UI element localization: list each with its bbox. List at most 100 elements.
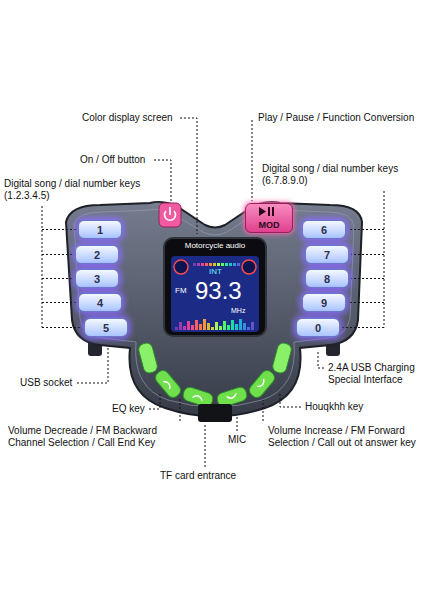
leader-lines <box>42 278 73 279</box>
leader-lines <box>42 302 76 303</box>
pause-icon <box>272 207 274 216</box>
number-key: 3 <box>75 269 119 288</box>
leader-lines <box>180 398 181 421</box>
key-number: 3 <box>94 273 100 285</box>
green-buttons <box>137 342 158 375</box>
callout-label: USB socket <box>20 377 72 389</box>
spectrum-bar <box>247 327 250 330</box>
level-bar <box>205 263 208 266</box>
callout-label: Houqkhh key <box>305 401 363 413</box>
leader-lines <box>77 348 108 383</box>
spectrum-bar <box>179 322 182 330</box>
callout-label: Play / Pause / Function Conversion <box>258 112 418 124</box>
power-button <box>159 203 181 227</box>
spectrum-bar <box>239 319 242 330</box>
screen-icon <box>174 260 188 274</box>
key-number: 2 <box>94 249 100 261</box>
button-text: MOD <box>246 220 292 230</box>
spectrum-bar <box>211 327 214 330</box>
level-bar <box>217 263 220 266</box>
leader-lines <box>42 254 73 255</box>
number-key: 7 <box>305 245 349 264</box>
spectrum-bar <box>187 321 190 330</box>
green-buttons <box>247 368 277 400</box>
key-number: 1 <box>97 224 103 236</box>
spectrum-bar <box>231 320 234 330</box>
leader-lines <box>42 229 76 230</box>
key-number: 6 <box>321 224 327 236</box>
leader-lines <box>252 120 253 201</box>
level-bar <box>233 263 236 266</box>
key-number: 8 <box>324 273 330 285</box>
leader-lines <box>351 254 384 255</box>
screen-text: 93.3 <box>195 279 242 303</box>
spectrum-bar <box>227 325 230 330</box>
leader-lines <box>237 415 238 431</box>
play-pause-icon <box>246 204 286 218</box>
green-buttons <box>153 368 183 400</box>
green-buttons <box>137 342 158 375</box>
green-buttons <box>163 380 172 390</box>
level-bar <box>221 263 224 266</box>
leader-lines <box>351 278 384 279</box>
callout-label: On / Off button <box>80 154 145 166</box>
key-number: 4 <box>97 297 103 309</box>
spectrum-bar <box>219 326 222 330</box>
green-buttons <box>247 368 277 400</box>
green-buttons <box>137 342 292 409</box>
level-bar <box>209 263 212 266</box>
leader-lines <box>384 191 385 328</box>
number-key: 5 <box>84 318 128 337</box>
leader-lines <box>154 160 171 201</box>
callout-label: 2.4A USB Charging Special Interface <box>328 362 420 386</box>
number-key: 8 <box>305 269 349 288</box>
spectrum-bar <box>223 321 226 330</box>
power-button <box>159 203 181 227</box>
callout-label: Digital song / dial number keys (1.2.3.4… <box>4 178 154 202</box>
device-shell <box>66 202 362 417</box>
number-key: 2 <box>75 245 119 264</box>
display-screen: Motorcycle audioINTFM93.3MHz <box>163 237 267 337</box>
spectrum-bar <box>195 320 198 330</box>
spectrum-bar <box>215 322 218 330</box>
leader-lines <box>42 206 43 328</box>
leader-lines <box>205 424 206 467</box>
callout-label: Volume Increase / FM Forward Selection /… <box>268 425 420 449</box>
level-bar <box>197 263 200 266</box>
number-key: 0 <box>296 318 340 337</box>
number-key: 1 <box>78 220 122 239</box>
number-key: 4 <box>78 293 122 312</box>
green-buttons <box>193 395 203 401</box>
screen-panel <box>171 256 259 332</box>
leader-lines <box>42 327 82 328</box>
play-icon <box>259 207 266 216</box>
shell-rim <box>74 209 354 407</box>
pause-icon <box>268 207 270 216</box>
screen-text: INT <box>209 268 222 276</box>
mount-stand <box>198 404 232 422</box>
power-button <box>169 207 171 215</box>
spectrum-bar <box>251 322 254 330</box>
green-buttons <box>271 342 292 375</box>
callout-label: MIC <box>228 434 246 446</box>
level-bar <box>237 263 240 266</box>
spectrum-bar <box>203 319 206 330</box>
screen-text: FM <box>175 287 187 295</box>
level-bar <box>213 263 216 266</box>
key-number: 9 <box>321 297 327 309</box>
spectrum-bar <box>235 324 238 330</box>
key-number: 5 <box>103 322 109 334</box>
leader-lines <box>280 393 301 407</box>
mode-button: MOD <box>245 203 293 233</box>
callout-label: Color display screen <box>82 112 173 124</box>
callout-label: Digital song / dial number keys (6.7.8.9… <box>262 163 412 187</box>
key-number: 0 <box>315 322 321 334</box>
spectrum-bar <box>207 323 210 330</box>
spectrum-bar <box>199 324 202 330</box>
leader-lines <box>149 393 160 409</box>
number-key: 9 <box>302 293 346 312</box>
leader-lines <box>318 350 324 368</box>
leader-lines <box>180 118 197 234</box>
leader-lines <box>348 302 384 303</box>
